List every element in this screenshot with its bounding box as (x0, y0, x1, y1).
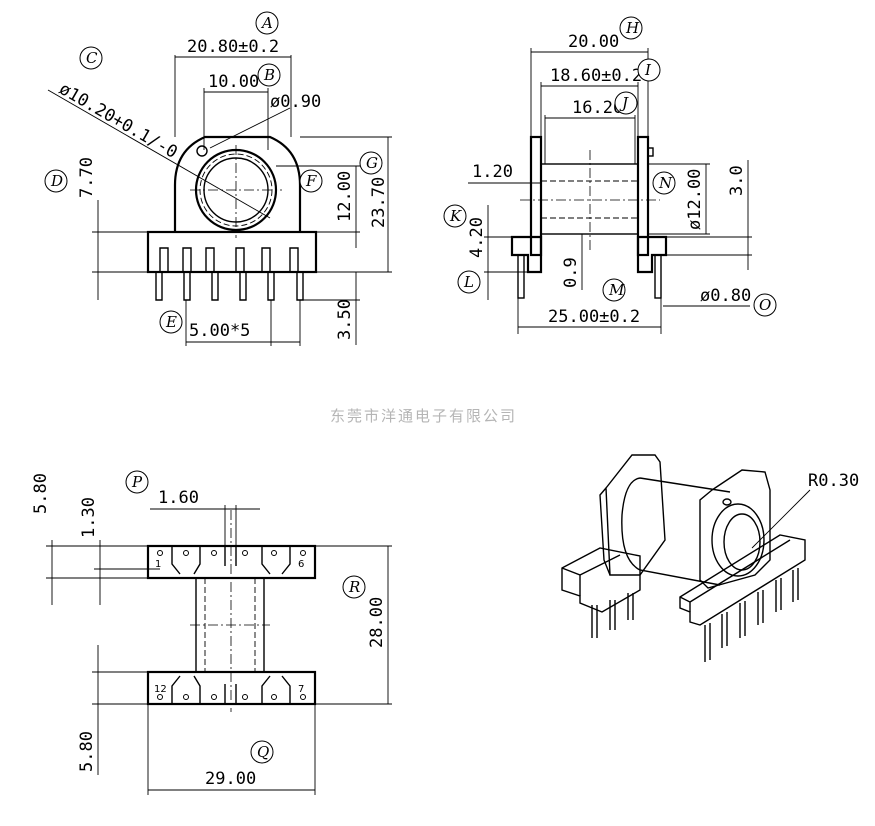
dim-q-text: 29.00 (205, 769, 256, 789)
side-tube (540, 163, 639, 235)
dim-b-text: 10.00 (208, 72, 259, 92)
label-p-circle (125, 470, 149, 494)
label-h: H (625, 19, 640, 37)
label-m-circle (602, 278, 626, 302)
dim-n-text: ø12.00 (685, 169, 705, 230)
label-i-circle (637, 58, 661, 82)
iso-rail-right-top (679, 539, 791, 612)
label-j: J (619, 94, 629, 112)
label-l: L (463, 273, 474, 291)
label-j-circle (614, 91, 638, 115)
dim-i-text: 18.60±0.2 (550, 66, 642, 86)
label-e: E (165, 313, 177, 331)
label-g: G (366, 154, 378, 172)
iso-pin-hole (722, 498, 732, 506)
side-hook (647, 147, 654, 157)
dim-o-text: ø0.80 (700, 286, 751, 306)
label-o-circle (753, 293, 777, 317)
dim-r-text: 28.00 (367, 597, 387, 648)
label-f: F (305, 172, 317, 190)
iso-radius-leader (751, 489, 811, 549)
dim-g-text: 23.70 (369, 177, 389, 228)
iso-view: R0.30 (561, 454, 859, 662)
label-h-circle (619, 16, 643, 40)
label-b-circle (257, 63, 281, 87)
front-pins (155, 272, 304, 301)
iso-radius-text: R0.30 (808, 471, 859, 491)
label-c: C (86, 49, 98, 67)
label-n-circle (652, 171, 676, 195)
pin-number-12: 12 (154, 684, 167, 695)
side-view: 20.00 H 18.60±0.2 I 16.20 J 1.20 N ø12.0… (443, 16, 777, 334)
iso-tube (621, 477, 731, 586)
label-d-circle (44, 169, 68, 193)
front-flange-outline (173, 135, 302, 232)
bottom-pin-holes (157, 550, 306, 700)
dim-bottom-text: 5.80 (77, 731, 97, 772)
dim-top-text: 5.80 (31, 473, 51, 514)
label-b: B (263, 66, 275, 84)
label-q-circle (250, 740, 274, 764)
dim-e-text: 5.00*5 (189, 321, 250, 341)
label-p: P (131, 473, 143, 491)
dim-n2-text: 3.0 (727, 165, 747, 196)
label-l-circle (457, 270, 481, 294)
iso-bore-outer (711, 503, 765, 577)
label-a-circle (255, 11, 279, 35)
dim-wall-text: 1.20 (472, 162, 513, 182)
iso-flange-back-side (599, 487, 611, 576)
bottom-bottom-pockets (171, 675, 291, 704)
label-c-circle (79, 46, 103, 70)
dim-c-text: ø10.20+0.1/-0 (56, 79, 181, 163)
label-g-circle (359, 151, 383, 175)
dim-hole-text: ø0.90 (270, 92, 321, 112)
pin-number-7: 7 (298, 684, 304, 695)
dim-f-text: 12.00 (335, 171, 355, 222)
iso-rail-left (561, 547, 641, 613)
label-r-circle (342, 575, 366, 599)
label-r: R (348, 578, 360, 596)
label-o: O (759, 296, 771, 314)
dim-d-text: 7.70 (77, 157, 97, 198)
dim-j-text: 16.20 (572, 98, 623, 118)
label-f-circle (299, 169, 323, 193)
company-watermark: 东莞市洋通电子有限公司 (330, 407, 517, 425)
pin-number-1: 1 (155, 559, 161, 570)
iso-flange-front (699, 469, 771, 589)
dim-p-text: 1.60 (158, 488, 199, 508)
front-view: 20.80±0.2 A 10.00 B ø0.90 C ø10.20+0.1/-… (44, 11, 392, 346)
dim-a-text: 20.80±0.2 (187, 37, 279, 57)
iso-pins-right (704, 568, 799, 662)
dim-c-leader (47, 89, 271, 219)
iso-pins-left (591, 593, 634, 638)
label-k-circle (443, 204, 467, 228)
label-m: M (608, 281, 625, 299)
pin-number-6: 6 (298, 559, 304, 570)
dim-pin-text: 3.50 (335, 299, 355, 340)
bottom-top-pockets (171, 546, 291, 575)
dim-l-text: 0.9 (561, 257, 581, 288)
dim-k-text: 4.20 (467, 217, 487, 258)
dim-h-text: 20.00 (568, 32, 619, 52)
front-pin-hole (196, 145, 208, 157)
side-pin-right (654, 254, 662, 299)
front-base-notches (159, 247, 299, 272)
label-d: D (50, 172, 63, 190)
side-pin-left (517, 254, 525, 299)
label-i: I (644, 61, 652, 79)
iso-rail-right (679, 534, 806, 626)
iso-rail-left-top (561, 554, 621, 596)
label-e-circle (159, 310, 183, 334)
front-base (146, 230, 318, 274)
dim-p2-text: 1.30 (79, 497, 99, 538)
label-q: Q (257, 743, 269, 761)
dim-hole-leader (209, 107, 291, 149)
iso-flange-back (605, 454, 666, 576)
label-k: K (449, 207, 462, 225)
dim-m-text: 25.00±0.2 (548, 307, 640, 327)
bottom-view: 1 6 12 7 5.80 1.30 P 1.60 R 28.00 5.80 (31, 470, 392, 795)
label-n: N (658, 174, 673, 192)
label-a: A (260, 14, 273, 32)
